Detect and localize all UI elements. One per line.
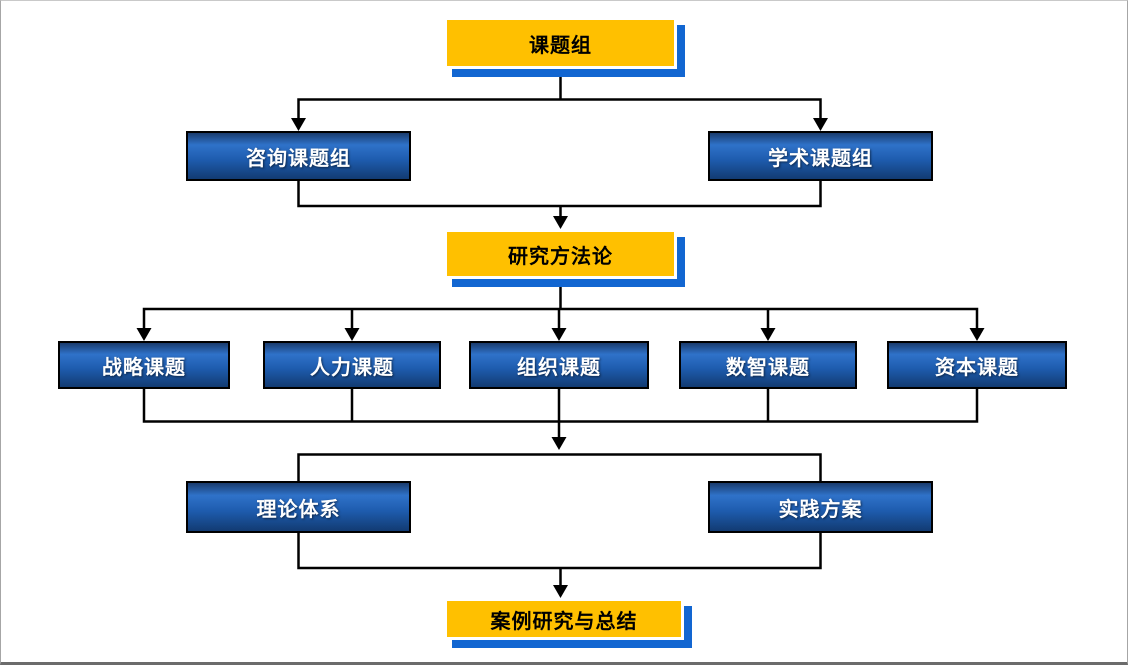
arrowhead (344, 328, 360, 341)
arrowhead (813, 118, 828, 131)
node-label: 数智课题 (679, 341, 857, 389)
node-methodology: 研究方法论 (444, 229, 685, 287)
arrowhead (553, 216, 568, 229)
node-hr-topic: 人力课题 (263, 341, 441, 389)
node-case-study-summary: 案例研究与总结 (444, 598, 692, 648)
node-organization-topic: 组织课题 (469, 341, 649, 389)
arrowhead (136, 328, 152, 341)
node-research-group: 课题组 (444, 17, 685, 77)
node-strategy-topic: 战略课题 (58, 341, 230, 389)
node-label: 咨询课题组 (186, 131, 411, 181)
node-academic-group: 学术课题组 (708, 131, 933, 181)
node-label: 案例研究与总结 (444, 598, 684, 640)
node-capital-topic: 资本课题 (887, 341, 1067, 389)
node-label: 实践方案 (708, 481, 933, 533)
node-label: 战略课题 (58, 341, 230, 389)
arrowhead (969, 328, 985, 341)
node-practice-plan: 实践方案 (708, 481, 933, 533)
node-label: 研究方法论 (444, 229, 677, 279)
node-label: 组织课题 (469, 341, 649, 389)
arrowhead (553, 585, 568, 598)
node-consulting-group: 咨询课题组 (186, 131, 411, 181)
node-theory-system: 理论体系 (186, 481, 411, 533)
node-label: 学术课题组 (708, 131, 933, 181)
node-label: 理论体系 (186, 481, 411, 533)
arrowhead (291, 118, 306, 131)
arrowhead (760, 328, 776, 341)
arrowhead (551, 437, 567, 450)
node-digital-topic: 数智课题 (679, 341, 857, 389)
node-label: 人力课题 (263, 341, 441, 389)
node-label: 课题组 (444, 17, 677, 69)
node-label: 资本课题 (887, 341, 1067, 389)
arrowhead (551, 328, 567, 341)
